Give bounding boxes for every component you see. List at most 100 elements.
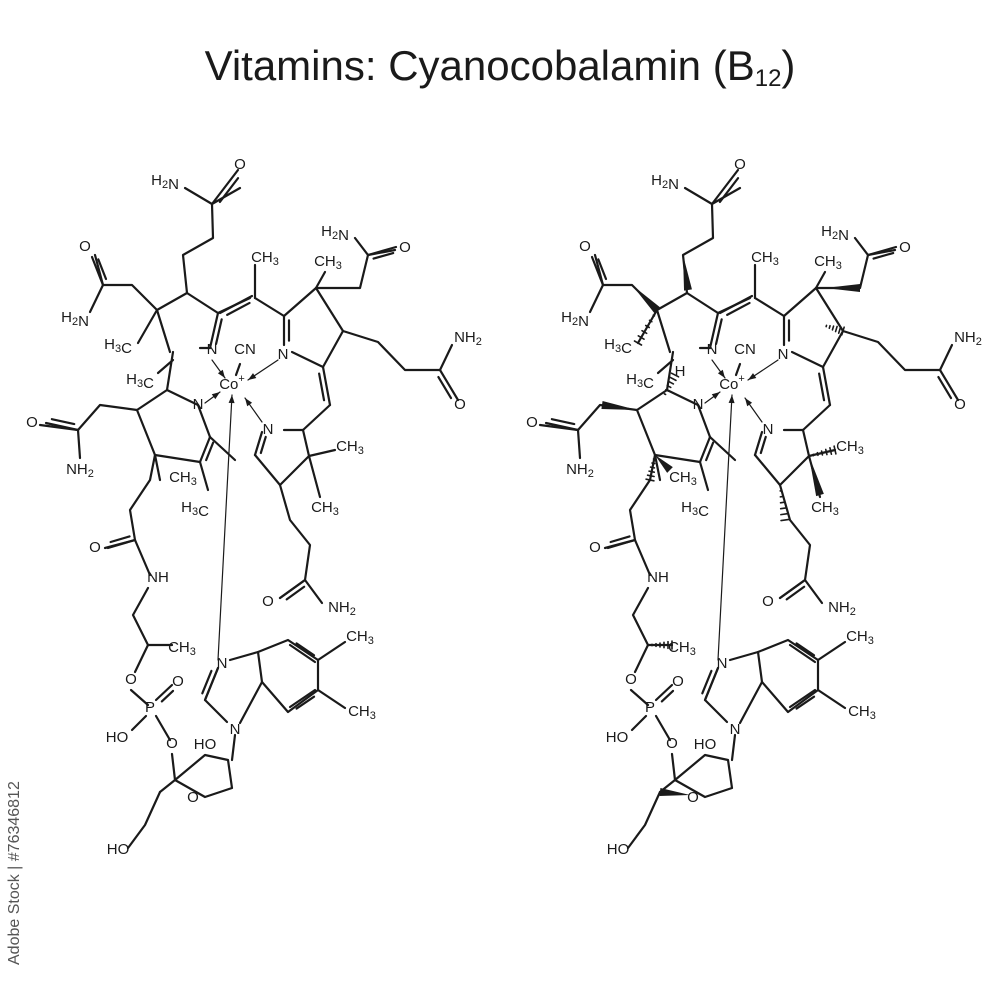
methyl-label: H3C	[126, 371, 154, 392]
bond	[76, 428, 82, 460]
bond	[683, 186, 714, 206]
label-part: H	[61, 309, 72, 326]
bond	[606, 538, 637, 550]
bond	[590, 255, 605, 287]
double-bond	[295, 695, 316, 710]
cyano-label: CN	[734, 341, 756, 358]
label-part: 3	[336, 260, 342, 272]
label-part: CH	[336, 438, 358, 455]
amide-label: NH2	[454, 329, 482, 348]
label-part: NH	[328, 599, 350, 616]
label-part: 3	[773, 256, 779, 268]
hashed-bond	[829, 446, 833, 456]
double-bond	[160, 689, 175, 703]
bond	[106, 538, 137, 550]
double-bond	[937, 375, 953, 400]
nitrogen-label: N	[230, 721, 241, 738]
bond-chain	[253, 428, 311, 487]
methyl-label: CH3	[811, 499, 839, 518]
bond	[156, 358, 175, 375]
nitrogen-label: N	[207, 341, 218, 358]
label-part: C	[198, 503, 209, 520]
cyano-label: CN	[234, 341, 256, 358]
methyl-label: CH3	[836, 438, 864, 457]
arrowhead	[248, 373, 257, 380]
methyl-label: CH3	[669, 469, 697, 488]
bond	[814, 270, 827, 290]
label-part: +	[238, 373, 244, 385]
label-part: H	[181, 499, 192, 516]
bond	[203, 666, 220, 702]
bond	[198, 460, 210, 492]
methyl-label: CH3	[814, 253, 842, 272]
double-bond	[50, 418, 76, 426]
bond-chain	[282, 286, 345, 369]
bond-chain	[126, 790, 162, 850]
label-part: O	[579, 238, 591, 255]
page-title: Vitamins: Cyanocobalamin (B12)	[0, 42, 1000, 93]
double-bond	[295, 642, 316, 657]
label-part: 2	[588, 468, 594, 480]
bond-chain	[133, 643, 150, 674]
label-part: CH	[251, 249, 273, 266]
double-bond	[795, 695, 816, 710]
label-part: N	[338, 227, 349, 244]
label-part: 3	[137, 378, 143, 390]
title-subscript: 12	[754, 65, 782, 92]
label-part: 3	[690, 646, 696, 658]
bond	[210, 168, 240, 206]
label-part: N	[278, 346, 289, 363]
label-part: 2	[88, 468, 94, 480]
label-part: CN	[234, 341, 256, 358]
arrowhead	[717, 369, 725, 378]
nitrogen-label: N	[717, 655, 728, 672]
nitrogen-label: N	[763, 421, 774, 438]
oxygen-label: O	[454, 396, 466, 413]
methyl-label: CH3	[346, 628, 374, 647]
methyl-label: CH3	[668, 639, 696, 658]
hydroxyl-label: HO	[606, 729, 629, 746]
methyl-label: CH3	[314, 253, 342, 272]
bond-chain	[93, 253, 159, 312]
bond	[788, 688, 817, 709]
label-part: CH	[169, 469, 191, 486]
label-part: 2	[162, 179, 168, 191]
label-part: 3	[858, 445, 864, 457]
nitrogen-label: N	[778, 346, 789, 363]
double-bond	[205, 441, 215, 462]
bond	[438, 368, 460, 402]
bond	[866, 245, 898, 257]
phosphorus-label: P	[645, 699, 655, 716]
label-part: CH	[848, 703, 870, 720]
bond-chain	[170, 752, 234, 799]
label-part: 3	[191, 476, 197, 488]
label-part: O	[187, 789, 199, 806]
label-part: O	[526, 414, 538, 431]
hashed-bond	[828, 324, 831, 330]
label-part: HO	[106, 729, 129, 746]
methyl-label: CH3	[848, 703, 876, 722]
oxygen-label: O	[579, 238, 591, 255]
bond-chain	[316, 640, 347, 662]
nh-label: NH	[147, 569, 169, 586]
label-part: O	[954, 396, 966, 413]
label-part: C	[143, 375, 154, 392]
hydroxyl-label: HO	[694, 736, 717, 753]
bond-chain	[135, 350, 202, 464]
label-part: 2	[572, 316, 578, 328]
wedge-bond	[655, 455, 673, 473]
label-part: O	[399, 239, 411, 256]
label-part: 2	[832, 230, 838, 242]
double-bond	[759, 435, 767, 455]
bond	[366, 245, 398, 257]
bond-chain	[131, 586, 174, 647]
label-part: O	[79, 238, 91, 255]
bond	[314, 270, 327, 290]
hashed-bond	[833, 445, 837, 455]
bond-chain	[185, 291, 220, 315]
nitrogen-label: N	[217, 655, 228, 672]
label-part: 2	[332, 230, 338, 242]
label-part: P	[145, 699, 155, 716]
bond	[321, 365, 332, 407]
oxygen-label: O	[762, 593, 774, 610]
